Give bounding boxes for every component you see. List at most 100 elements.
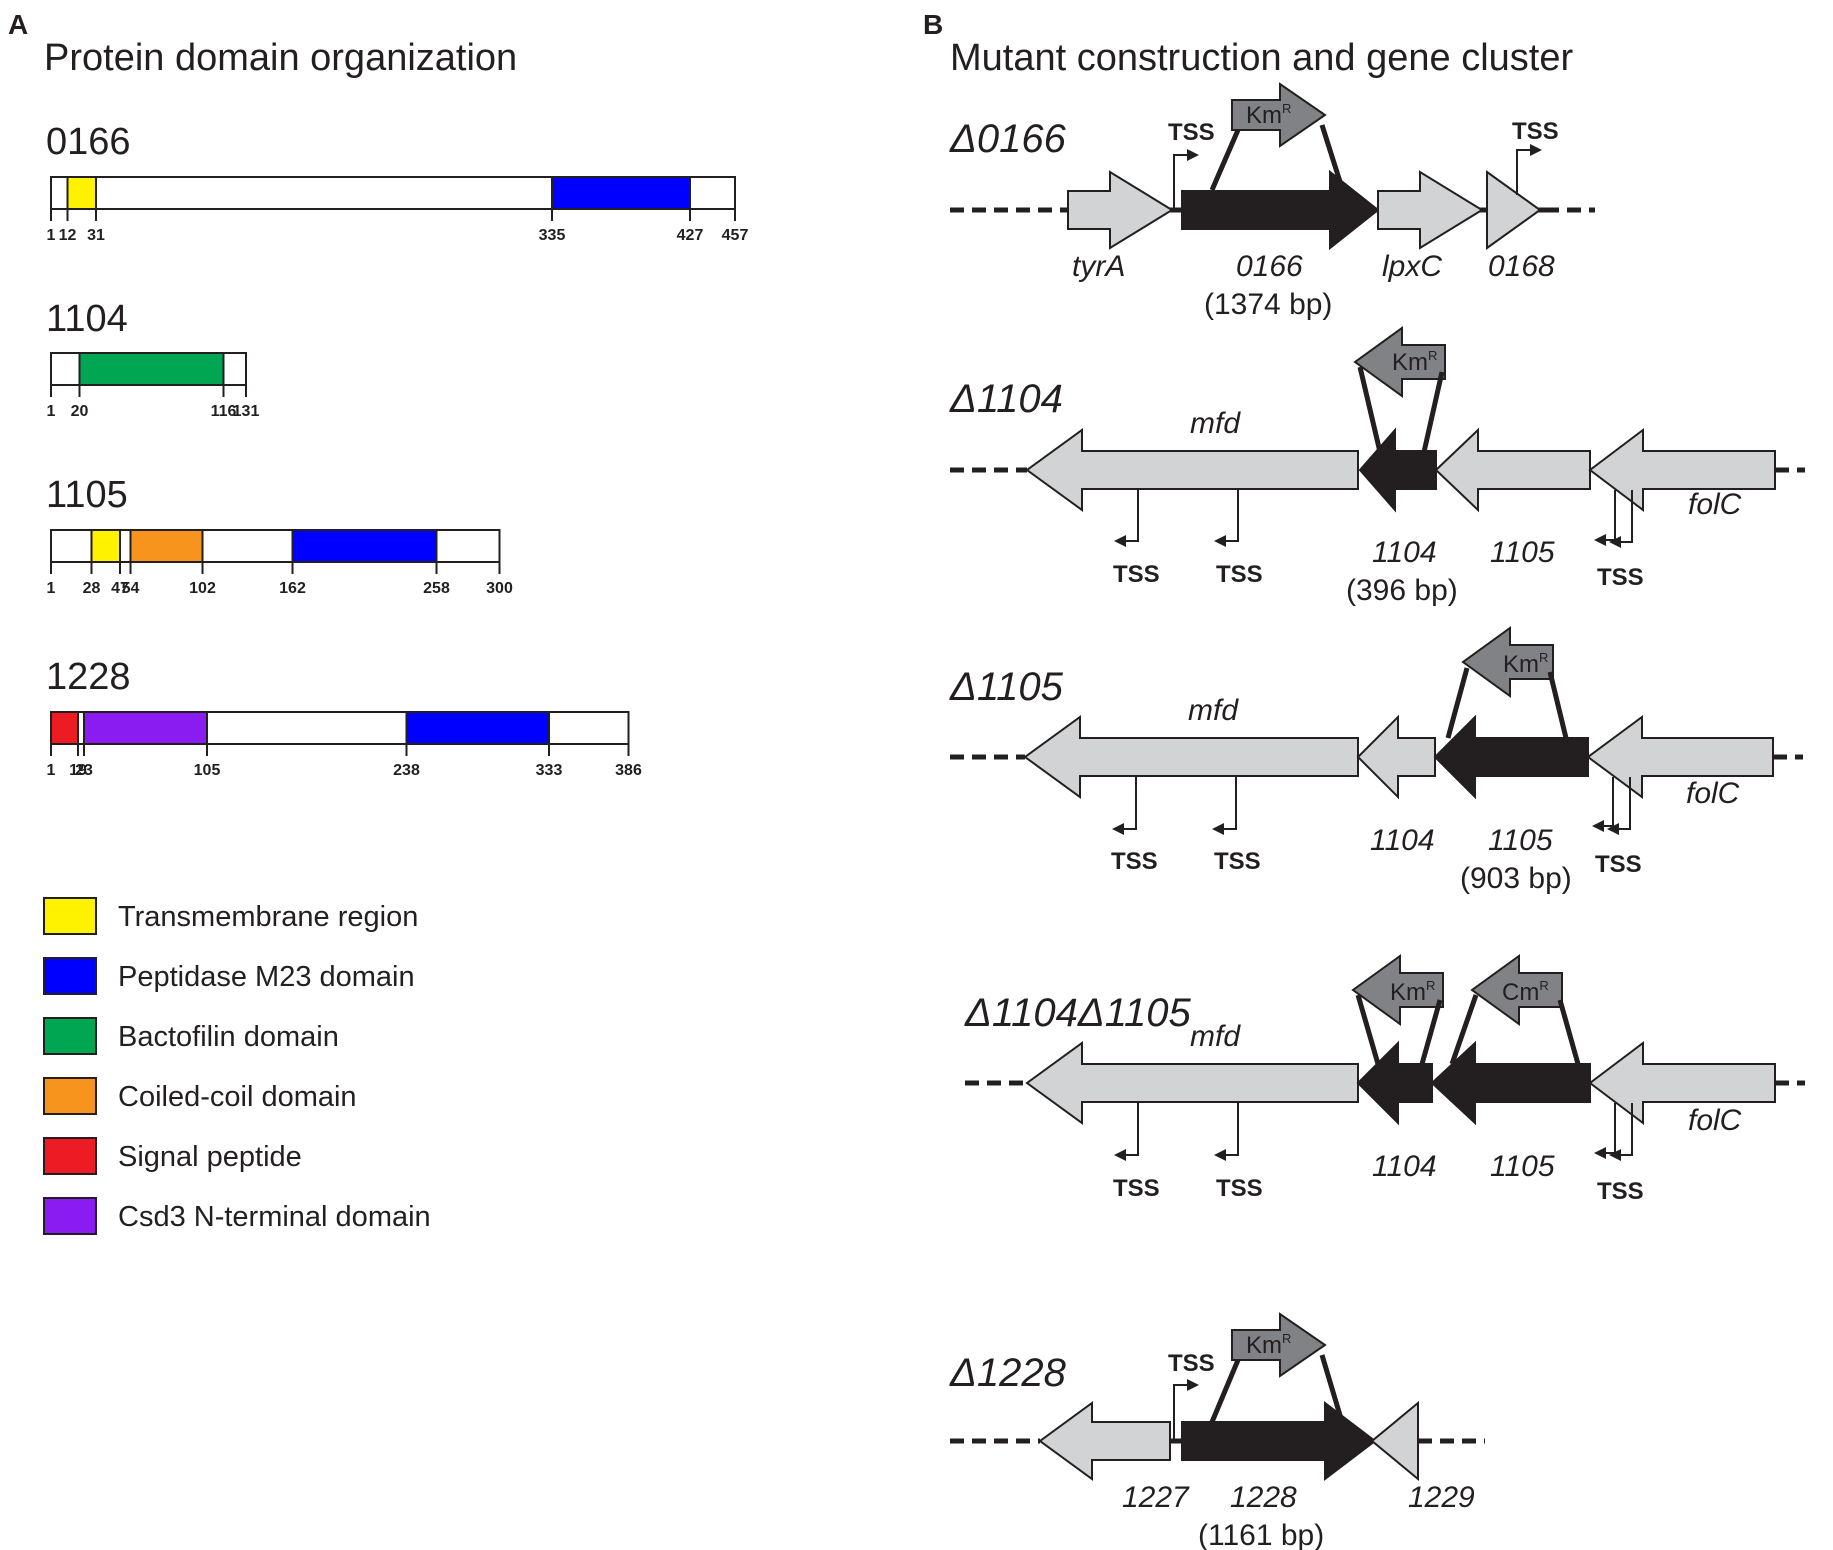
gene-arrow-1227 xyxy=(1038,1401,1171,1481)
deletion-size-label: (903 bp) xyxy=(1460,862,1572,895)
mutant-label: Δ1104 xyxy=(949,377,1063,421)
domain-signal xyxy=(50,711,79,745)
tss-arrow xyxy=(1212,777,1237,835)
tss-arrow xyxy=(1609,1103,1633,1161)
gene-label-mfd: mfd xyxy=(1190,407,1241,440)
kanamycin-cassette-label: KmR xyxy=(1246,101,1291,129)
tick-label: 54 xyxy=(122,580,140,597)
legend-item-bactofilin: Bactofilin domain xyxy=(43,1017,339,1055)
gene-label-tyrA: tyrA xyxy=(1072,250,1125,283)
tick-label: 105 xyxy=(194,762,221,779)
tss-label: TSS xyxy=(1214,848,1261,875)
gene-label-1229: 1229 xyxy=(1408,1481,1475,1514)
deletion-size-label: (1161 bp) xyxy=(1198,1519,1324,1550)
panel-b: B Mutant construction and gene cluster Δ… xyxy=(923,9,1805,1550)
panel-a-title: Protein domain organization xyxy=(44,37,517,79)
tss-arrow xyxy=(1112,777,1137,835)
gene-arrow-1228-target xyxy=(1181,1400,1377,1482)
gene-arrow-mfd xyxy=(1023,715,1359,799)
kanamycin-cassette-label: KmR xyxy=(1246,1331,1291,1359)
gene-label-1227: 1227 xyxy=(1122,1481,1190,1514)
tick-label: 335 xyxy=(539,227,566,244)
gene-arrow-1104-target xyxy=(1356,1040,1433,1126)
panel-a-letter: A xyxy=(8,9,28,40)
protein-name: 1105 xyxy=(46,474,128,516)
tick-label: 131 xyxy=(233,403,260,420)
domain-peptidase xyxy=(551,176,691,210)
tick-label: 20 xyxy=(71,403,89,420)
gene-arrow-lpxC xyxy=(1377,170,1484,250)
tss-label: TSS xyxy=(1595,851,1642,878)
tss-arrow xyxy=(1516,144,1542,195)
mutant-1104-1105: Δ1104Δ1105 KmR CmR TSS TSS TSS mfd 1104 xyxy=(964,954,1805,1205)
tick-label: 386 xyxy=(615,762,642,779)
gene-label-lpxC: lpxC xyxy=(1382,250,1442,283)
tss-arrow xyxy=(1114,490,1139,547)
panel-b-letter: B xyxy=(923,9,943,40)
kanamycin-cassette-arrow xyxy=(1231,82,1327,148)
tss-arrow xyxy=(1214,490,1239,547)
gene-label-1105: 1105 xyxy=(1490,1150,1555,1183)
legend-swatch xyxy=(43,1017,97,1055)
gene-arrow-1229 xyxy=(1370,1400,1419,1482)
insertion-line xyxy=(1209,1359,1241,1423)
insertion-line xyxy=(1449,994,1479,1065)
tick-label: 19 xyxy=(69,762,87,779)
tss-arrow xyxy=(1592,777,1614,832)
gene-label-1228: 1228 xyxy=(1230,1481,1297,1514)
insertion-line xyxy=(1209,129,1241,191)
insertion-line xyxy=(1557,999,1581,1065)
gene-arrow-folC xyxy=(1588,427,1776,513)
tick-label: 31 xyxy=(87,227,105,244)
gene-arrow-folC xyxy=(1586,715,1774,799)
insertion-line xyxy=(1319,124,1345,189)
insertion-line xyxy=(1319,1354,1345,1423)
gene-label-1104: 1104 xyxy=(1372,1150,1437,1183)
tss-label: TSS xyxy=(1168,119,1215,146)
legend-item-signal: Signal peptide xyxy=(43,1137,302,1175)
gene-label-folC: folC xyxy=(1686,777,1740,810)
legend-item-peptidase: Peptidase M23 domain xyxy=(43,957,415,995)
mutant-label: Δ1104Δ1105 xyxy=(964,991,1191,1035)
mutant-label: Δ1105 xyxy=(949,665,1064,709)
tss-label: TSS xyxy=(1111,848,1158,875)
gene-label-1104: 1104 xyxy=(1370,824,1435,857)
legend-label: Peptidase M23 domain xyxy=(118,961,415,993)
tick-label: 1 xyxy=(47,580,56,597)
legend-label: Bactofilin domain xyxy=(118,1021,339,1053)
domain-peptidase xyxy=(405,711,550,745)
tick-label: 333 xyxy=(536,762,563,779)
chloramphenicol-cassette-arrow xyxy=(1470,954,1563,1026)
kanamycin-cassette-label: KmR xyxy=(1392,348,1437,376)
kanamycin-cassette-arrow xyxy=(1461,626,1554,698)
gene-arrow-1105 xyxy=(1434,427,1591,513)
tss-label: TSS xyxy=(1512,118,1559,145)
tss-arrow xyxy=(1214,1103,1239,1161)
gene-label-0166: 0166 xyxy=(1236,250,1303,283)
tss-arrow xyxy=(1173,1379,1199,1441)
tick-label: 457 xyxy=(722,227,749,244)
mutant-1104: Δ1104 KmR TSS TSS TSS mfd 1104 1105 folC… xyxy=(949,326,1805,607)
gene-arrow-1105-target xyxy=(1433,714,1589,800)
tss-arrow xyxy=(1173,149,1199,210)
gene-label-mfd: mfd xyxy=(1190,1020,1241,1053)
domain-peptidase xyxy=(291,529,438,563)
chloramphenicol-cassette-label: CmR xyxy=(1502,978,1549,1006)
gene-label-1105: 1105 xyxy=(1488,824,1553,857)
kanamycin-cassette-arrow xyxy=(1231,1312,1327,1378)
tss-label: TSS xyxy=(1597,564,1644,591)
mutant-1228: Δ1228 TSS KmR 1227 1228 1229 (1161 bp) xyxy=(949,1312,1485,1550)
insertion-line xyxy=(1357,366,1383,453)
gene-label-0168: 0168 xyxy=(1488,250,1555,283)
gene-arrow-mfd xyxy=(1025,1041,1359,1125)
tick-label: 1 xyxy=(47,403,56,420)
domain-transmembrane xyxy=(66,176,97,210)
mutant-0166: Δ0166 TSS TSS KmR tyrA 0166 lpxC 0168 (1… xyxy=(949,82,1595,321)
legend-swatch xyxy=(43,1137,97,1175)
